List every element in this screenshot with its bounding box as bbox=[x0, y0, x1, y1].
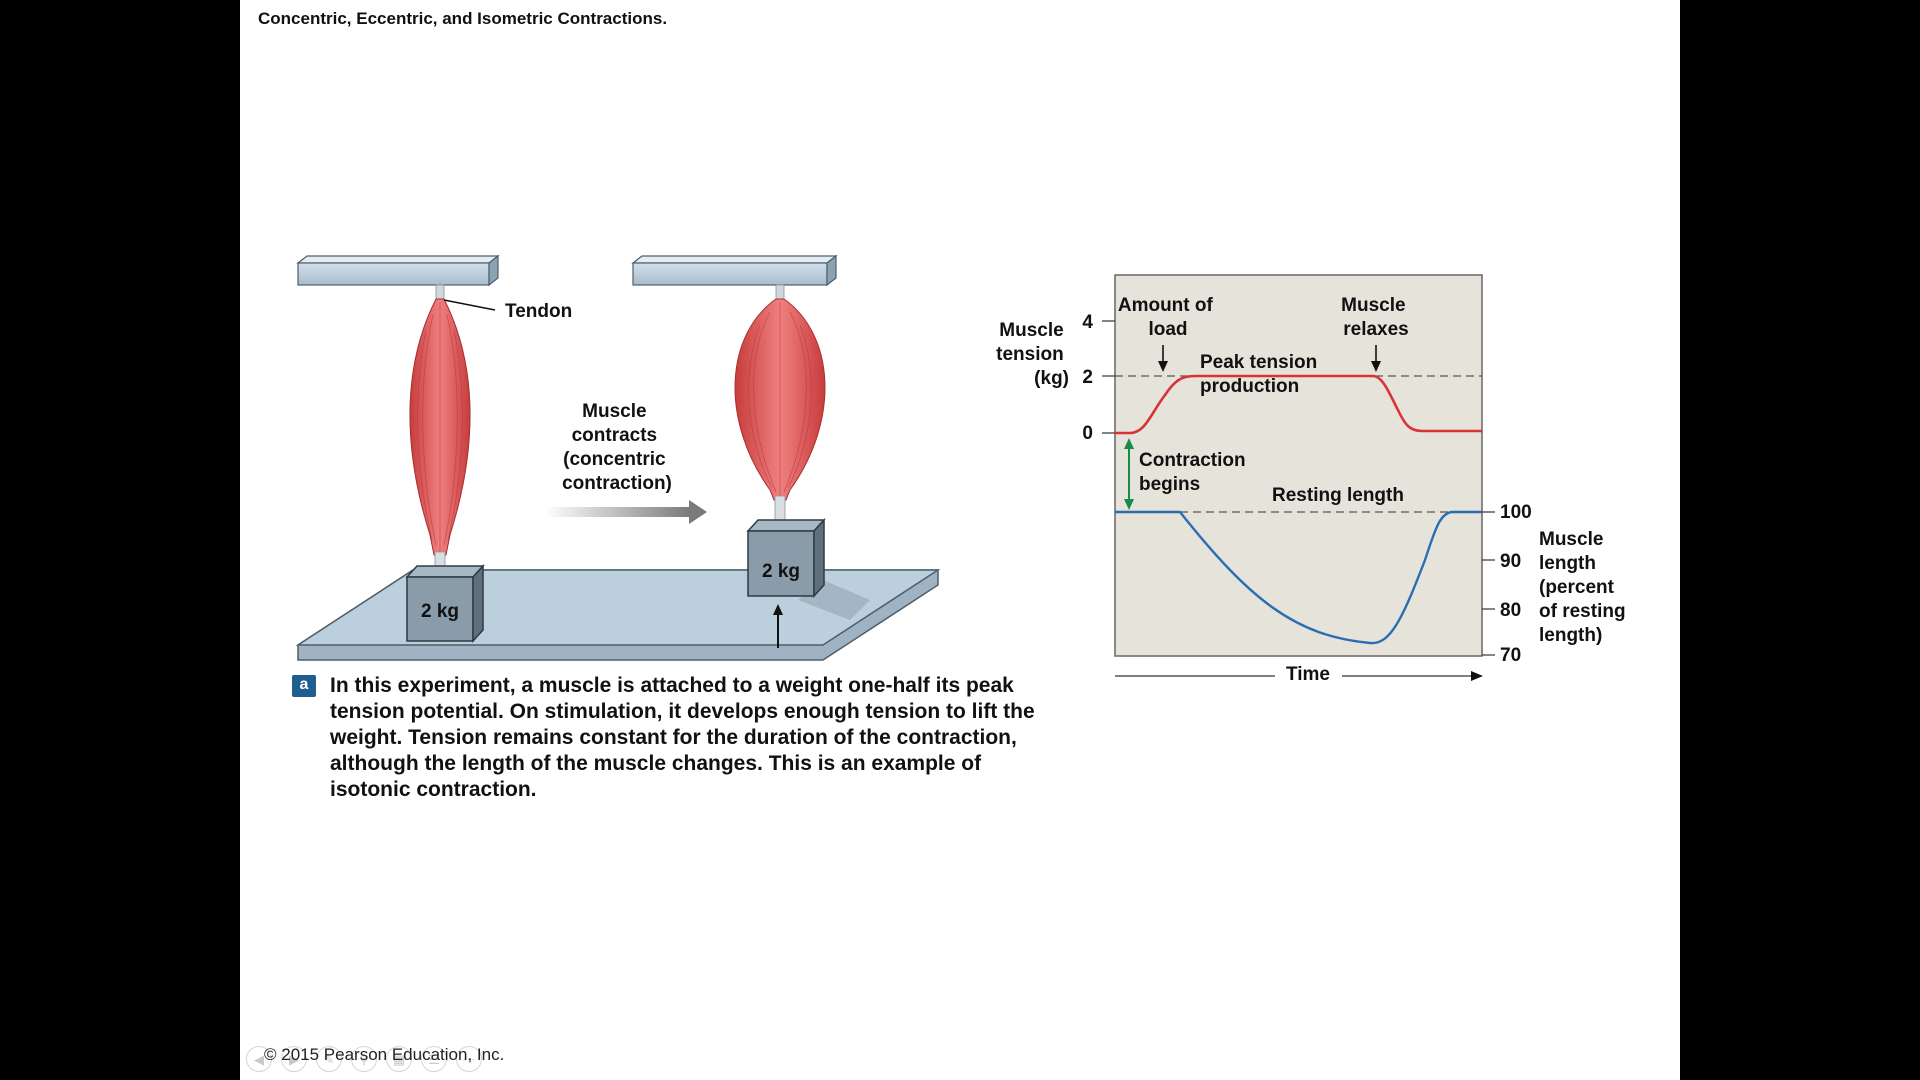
peak-tension-line: Peak tension bbox=[1200, 352, 1317, 373]
tension-length-graph: 4 2 0 Muscle tension (kg) 100 90 80 70 M… bbox=[996, 274, 1631, 685]
right-axis-label-line: of resting bbox=[1539, 601, 1626, 622]
caption-text: In this experiment, a muscle is attached… bbox=[330, 674, 1035, 801]
menu-icon[interactable]: ☰ bbox=[421, 1046, 447, 1072]
peak-tension-line: production bbox=[1200, 376, 1299, 397]
muscle-relaxed bbox=[409, 284, 496, 567]
amount-of-load-line: load bbox=[1148, 319, 1187, 340]
left-axis-label-line: Muscle bbox=[999, 320, 1063, 341]
right-tick-label: 90 bbox=[1500, 551, 1521, 572]
arrow-label-line: Muscle bbox=[582, 401, 646, 422]
load-pointer-arrow bbox=[1158, 345, 1168, 372]
muscle-relaxes-label: Muscle relaxes bbox=[1341, 295, 1411, 340]
amount-of-load-line: Amount of bbox=[1118, 295, 1214, 316]
time-axis: Time bbox=[1115, 664, 1483, 685]
right-tick-label: 80 bbox=[1500, 600, 1521, 621]
contraction-begins-arrow bbox=[1124, 438, 1134, 510]
left-axis-label-line: (kg) bbox=[1034, 368, 1069, 389]
slides-icon[interactable]: ▦ bbox=[386, 1046, 412, 1072]
zoom-icon[interactable]: ⚲ bbox=[351, 1046, 377, 1072]
right-tick-label: 70 bbox=[1500, 645, 1521, 666]
right-axis-label-line: Muscle bbox=[1539, 529, 1603, 550]
tendon-label: Tendon bbox=[505, 301, 572, 322]
weight-right bbox=[746, 518, 870, 648]
left-tick-label: 4 bbox=[1082, 312, 1093, 333]
slide-title: Concentric, Eccentric, and Isometric Con… bbox=[258, 9, 668, 28]
slideshow-nav-controls: ◀ ▶ ✎ ⚲ ▦ ☰ ⋯ bbox=[246, 1046, 482, 1072]
arrow-label-line: (concentric bbox=[563, 449, 666, 470]
arrow-label: Muscle contracts (concentric contraction… bbox=[562, 401, 672, 494]
process-arrow bbox=[545, 500, 707, 524]
muscle-relaxes-line: relaxes bbox=[1343, 319, 1409, 340]
ceiling-bar-right bbox=[631, 254, 838, 287]
ceiling-bar-left bbox=[296, 254, 500, 287]
arrow-label-line: contracts bbox=[572, 425, 658, 446]
relax-pointer-arrow bbox=[1371, 345, 1381, 372]
left-tick-label: 2 bbox=[1082, 367, 1093, 388]
graph-panel bbox=[1114, 274, 1483, 657]
forward-button[interactable]: ▶ bbox=[281, 1046, 307, 1072]
right-axis-label-line: length) bbox=[1539, 625, 1602, 646]
right-axis-label-line: (percent bbox=[1539, 577, 1615, 598]
resting-length-label: Resting length bbox=[1272, 485, 1404, 506]
pen-icon[interactable]: ✎ bbox=[316, 1046, 342, 1072]
peak-tension-label: Peak tension production bbox=[1200, 352, 1323, 397]
tension-curve bbox=[1115, 374, 1482, 435]
right-axis-label-line: length bbox=[1539, 553, 1596, 574]
length-curve bbox=[1115, 510, 1482, 645]
amount-of-load-label: Amount of load bbox=[1118, 295, 1218, 340]
copyright-notice: © 2015 Pearson Education, Inc. bbox=[264, 1045, 505, 1064]
right-tick-label: 100 bbox=[1500, 502, 1532, 523]
left-axis-label-line: tension bbox=[996, 344, 1064, 365]
left-tick-label: 0 bbox=[1082, 423, 1093, 444]
contraction-begins-line: begins bbox=[1139, 474, 1200, 495]
figure: Tendon Muscle contracts (concentric cont… bbox=[295, 254, 1631, 685]
muscle-contracted bbox=[734, 284, 826, 521]
caption-badge: a bbox=[292, 675, 316, 697]
time-axis-label: Time bbox=[1286, 664, 1330, 685]
slide: Concentric, Eccentric, and Isometric Con… bbox=[240, 0, 1680, 1080]
more-icon[interactable]: ⋯ bbox=[456, 1046, 482, 1072]
back-button[interactable]: ◀ bbox=[246, 1046, 272, 1072]
contraction-begins-line: Contraction bbox=[1139, 450, 1246, 471]
weight-left-label: 2 kg bbox=[421, 601, 459, 622]
right-axis-label: Muscle length (percent of resting length… bbox=[1539, 529, 1631, 646]
weight-left bbox=[405, 564, 485, 643]
weight-right-label: 2 kg bbox=[762, 561, 800, 582]
left-axis-label: Muscle tension (kg) bbox=[996, 320, 1069, 389]
muscle-relaxes-line: Muscle bbox=[1341, 295, 1405, 316]
muscle-illustration: Tendon Muscle contracts (concentric cont… bbox=[295, 254, 941, 661]
contraction-begins-label: Contraction begins bbox=[1139, 450, 1251, 495]
arrow-label-line: contraction) bbox=[562, 473, 672, 494]
